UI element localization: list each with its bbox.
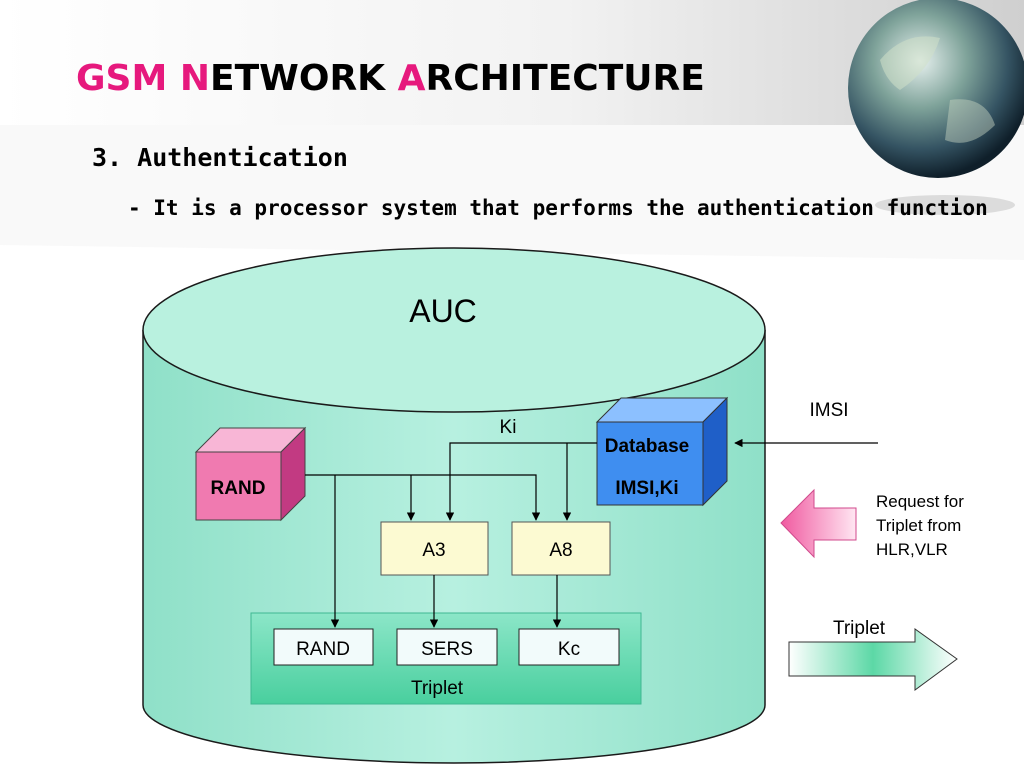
triplet-cell-kc: Kc bbox=[518, 628, 620, 666]
connector-lines bbox=[305, 438, 878, 628]
database-label-line2: IMSI,Ki bbox=[615, 478, 678, 499]
database-box: Database IMSI,Ki bbox=[595, 396, 729, 507]
imsi-label: IMSI bbox=[809, 400, 848, 421]
triplet-cell-sers: SERS bbox=[396, 628, 498, 666]
title-part-rchitecture: RCHITECTURE bbox=[425, 58, 705, 99]
auc-label: AUC bbox=[409, 293, 477, 329]
request-arrow-icon bbox=[780, 488, 857, 559]
a3-label: A3 bbox=[422, 540, 445, 561]
rand-box: RAND bbox=[194, 426, 307, 522]
triplet-group-label: Triplet bbox=[411, 678, 464, 699]
database-label-line1: Database bbox=[605, 436, 690, 457]
triplet-out-label: Triplet bbox=[833, 618, 886, 639]
triplet-cell-kc-label: Kc bbox=[558, 639, 580, 660]
title-part-etwork: ETWORK bbox=[209, 58, 398, 99]
triplet-cell-rand: RAND bbox=[273, 628, 374, 666]
globe-icon bbox=[848, 0, 1024, 215]
slide-title: GSM NETWORK ARCHITECTURE bbox=[76, 58, 705, 99]
rand-to-a8-line bbox=[305, 474, 541, 521]
title-part-gsm: GSM bbox=[76, 58, 180, 99]
rand-box-label: RAND bbox=[211, 478, 266, 499]
a3-box: A3 bbox=[380, 521, 489, 576]
triplet-cell-rand-label: RAND bbox=[296, 639, 350, 660]
request-label-line1: Request for bbox=[876, 492, 964, 511]
ki-to-a3-line bbox=[445, 442, 597, 521]
description-text: - It is a processor system that performs… bbox=[128, 196, 988, 220]
subheading: 3. Authentication bbox=[92, 143, 348, 172]
ki-label: Ki bbox=[500, 417, 517, 438]
header-shadow-band bbox=[0, 125, 1024, 260]
request-label-line3: HLR,VLR bbox=[876, 540, 948, 559]
header-band bbox=[0, 0, 1024, 125]
request-label-line2: Triplet from bbox=[876, 516, 961, 535]
triplet-out-arrow-icon bbox=[788, 628, 958, 691]
triplet-cell-sers-label: SERS bbox=[421, 639, 473, 660]
title-letter-n: N bbox=[179, 58, 210, 99]
a8-box: A8 bbox=[511, 521, 611, 576]
a8-label: A8 bbox=[549, 540, 572, 561]
title-letter-a: A bbox=[397, 58, 426, 99]
